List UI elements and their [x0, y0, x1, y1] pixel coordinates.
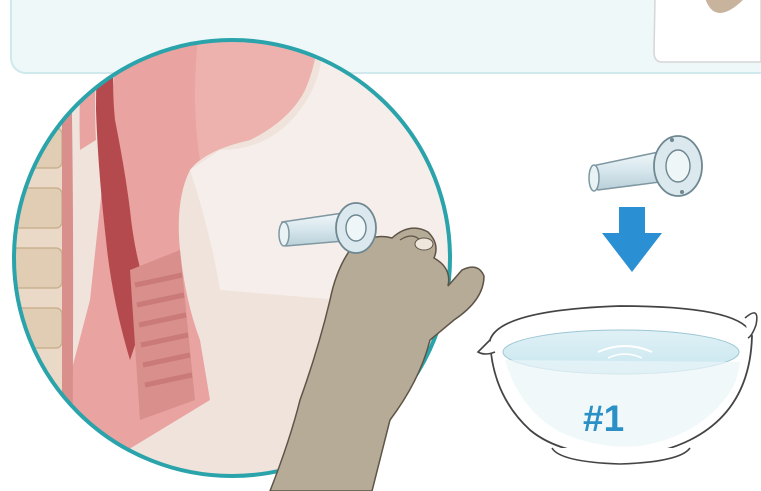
- speaking-valve-icon: [589, 136, 702, 196]
- corner-object: [654, 0, 761, 62]
- down-arrow-icon: [602, 207, 662, 272]
- bowl-number-label: #1: [583, 398, 624, 440]
- bowl-icon: [478, 306, 757, 464]
